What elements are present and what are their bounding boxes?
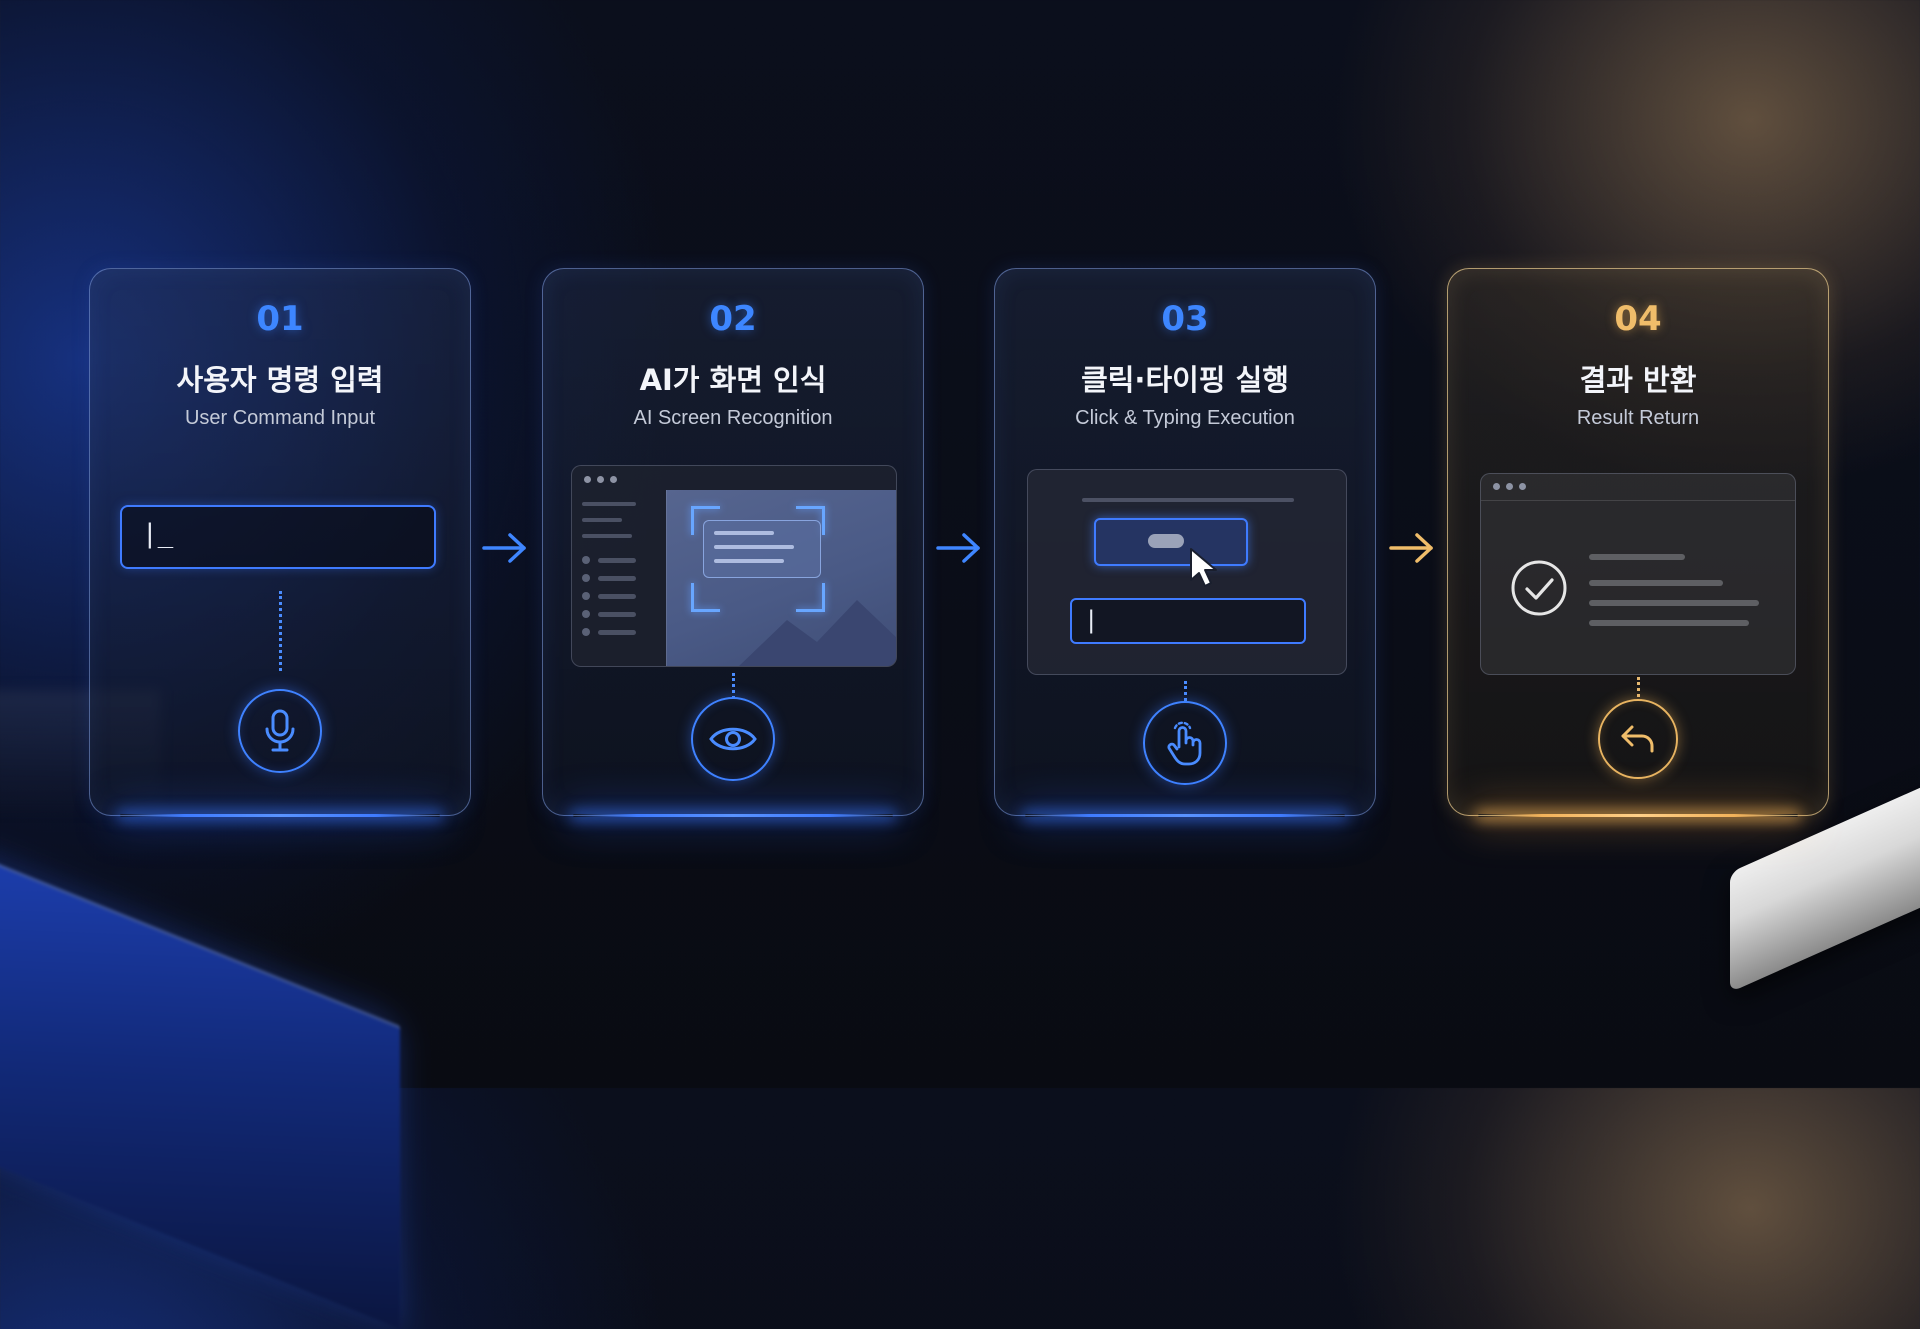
result-text-line	[1589, 620, 1749, 626]
step-number: 03	[1161, 299, 1209, 339]
tap-hand-icon	[1143, 701, 1227, 785]
return-arrow-icon	[1598, 699, 1678, 779]
step-card-4: 04 결과 반환 Result Return	[1447, 268, 1829, 817]
connector-dots	[1183, 681, 1187, 701]
flow-arrow-icon	[936, 533, 980, 563]
check-circle-icon	[1511, 560, 1567, 616]
image-mountain-icon	[739, 600, 896, 666]
focus-bracket	[796, 583, 825, 612]
action-window: |	[1027, 469, 1347, 675]
microphone-icon	[238, 689, 322, 773]
step-card-3: 03 클릭·타이핑 실행 Click & Typing Execution |	[994, 268, 1376, 817]
step-number: 02	[709, 299, 757, 339]
scan-area	[666, 490, 896, 666]
window-dots	[584, 476, 617, 483]
window-title-bar	[1481, 474, 1795, 501]
detected-element	[703, 520, 821, 578]
step-title: 클릭·타이핑 실행	[1081, 363, 1289, 397]
step-subtitle: Result Return	[1576, 407, 1700, 429]
focus-bracket	[691, 583, 720, 612]
step-subtitle: AI Screen Recognition	[633, 407, 833, 429]
window-sidebar	[582, 502, 662, 646]
connector-dots	[1636, 677, 1640, 697]
step-card-1: 01 사용자 명령 입력 User Command Input |_	[89, 268, 471, 817]
focus-bracket	[691, 506, 720, 535]
step-card-2: 02 AI가 화면 인식 AI Screen Recognition	[542, 268, 924, 817]
result-text-line	[1589, 600, 1759, 606]
step-title: 결과 반환	[1579, 363, 1697, 397]
connector-dots	[731, 673, 735, 699]
focus-bracket	[796, 506, 825, 535]
step-title: 사용자 명령 입력	[176, 363, 384, 397]
result-window	[1480, 473, 1796, 675]
eye-icon	[691, 697, 775, 781]
flow-arrow-icon	[482, 533, 526, 563]
background-tablet	[0, 840, 400, 1329]
screen-preview-window	[571, 465, 897, 667]
step-subtitle: User Command Input	[184, 407, 376, 429]
window-toolbar	[1082, 498, 1294, 502]
step-number: 04	[1614, 299, 1662, 339]
step-title: AI가 화면 인식	[639, 363, 827, 397]
typing-input-field[interactable]: |	[1070, 598, 1306, 644]
button-label	[1148, 534, 1184, 548]
command-input-field[interactable]: |_	[120, 505, 436, 569]
step-number: 01	[256, 299, 304, 339]
step-subtitle: Click & Typing Execution	[1075, 407, 1295, 429]
result-text-line	[1589, 580, 1723, 586]
connector-dots	[278, 591, 282, 671]
flow-arrow-icon	[1389, 533, 1433, 563]
mouse-cursor-icon	[1190, 548, 1217, 587]
result-text-line	[1589, 554, 1685, 560]
target-button[interactable]	[1094, 518, 1248, 566]
